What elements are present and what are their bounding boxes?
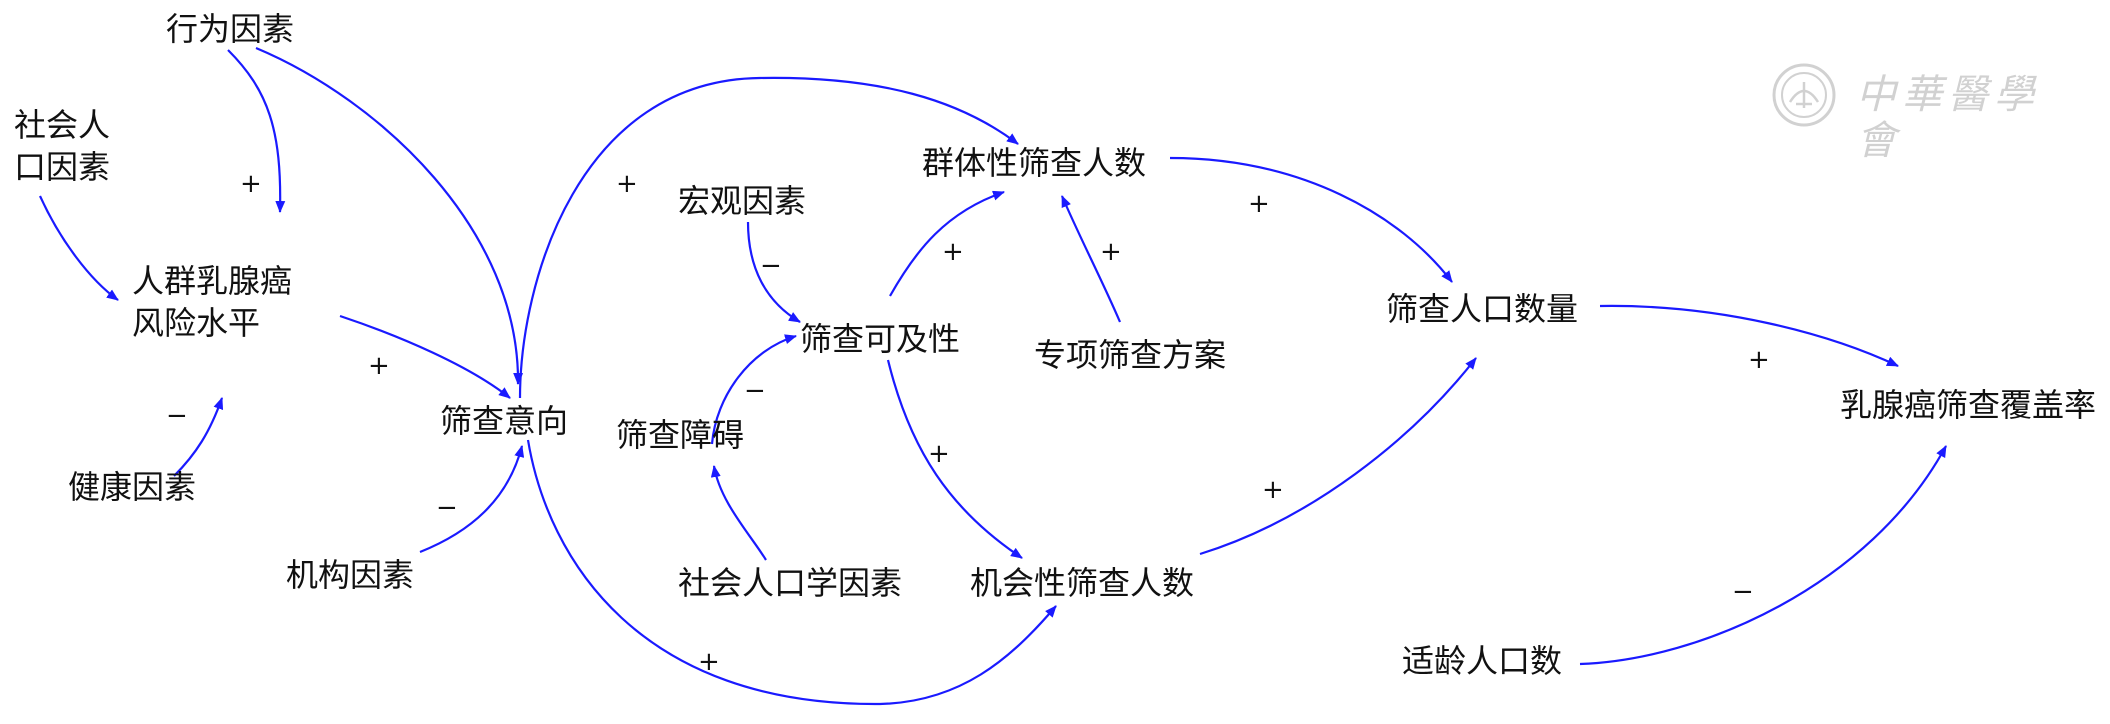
node-risk-level: 人群乳腺癌 风险水平 (132, 262, 293, 342)
sign-intention-opportunistic: + (698, 647, 720, 677)
sign-special-group: + (1100, 237, 1122, 267)
node-sociodemographic: 社会人口学因素 (678, 564, 903, 602)
sign-group-screened: + (1248, 189, 1270, 219)
sign-macro-accessibility: − (760, 251, 782, 281)
watermark: 中華醫學會 (1768, 58, 2068, 164)
link-barriers-accessibility (710, 334, 797, 445)
node-accessibility: 筛查可及性 (800, 320, 961, 358)
sign-health-risk: − (166, 401, 188, 431)
sign-intention-group: + (616, 169, 638, 199)
link-behavior-intention (255, 46, 524, 385)
seal-logo-icon (1772, 63, 1836, 127)
link-sociodemographic-barriers (710, 465, 767, 561)
sign-eligible-coverage: − (1732, 577, 1754, 607)
sign-accessibility-group: + (942, 237, 964, 267)
link-opportunistic-screened (1199, 357, 1477, 556)
node-health: 健康因素 (68, 468, 197, 506)
sign-risk-intention: + (368, 351, 390, 381)
node-group-screening: 群体性筛查人数 (922, 144, 1147, 182)
node-barriers: 筛查障碍 (616, 416, 745, 454)
sign-screened-coverage: + (1748, 345, 1770, 375)
link-intention-group (518, 76, 1019, 399)
node-sociodemographic-left: 社会人 口因素 (14, 106, 111, 186)
link-accessibility-opportunistic (886, 359, 1023, 559)
node-behavior: 行为因素 (166, 10, 295, 48)
node-macro: 宏观因素 (678, 182, 807, 220)
link-group-screened (1169, 156, 1453, 283)
node-coverage: 乳腺癌筛查覆盖率 (1840, 386, 2097, 424)
sign-opportunistic-screened: + (1262, 475, 1284, 505)
link-screened-coverage (1599, 304, 1899, 367)
node-special-program: 专项筛查方案 (1034, 336, 1227, 374)
node-screened-population: 筛查人口数量 (1386, 290, 1579, 328)
node-institution: 机构因素 (286, 556, 415, 594)
sign-barriers-accessibility: − (744, 376, 766, 406)
link-risk-intention (339, 314, 511, 399)
node-intention: 筛查意向 (440, 402, 569, 440)
link-eligible-coverage (1579, 445, 1947, 666)
link-special-group (1060, 195, 1122, 323)
watermark-text: 中華醫學會 (1856, 72, 2040, 164)
link-accessibility-group (889, 190, 1005, 297)
link-intention-opportunistic (526, 439, 1057, 706)
sign-behavior-risk: + (240, 169, 262, 199)
sign-accessibility-opportunistic: + (928, 439, 950, 469)
link-institution-intention (419, 445, 525, 554)
node-opportunistic: 机会性筛查人数 (970, 564, 1195, 602)
sign-institution-intention: − (436, 493, 458, 523)
node-eligible-population: 适龄人口数 (1402, 642, 1563, 680)
link-health-risk (173, 397, 224, 477)
link-behavior-risk (227, 49, 286, 213)
link-sociodemographic-left-risk (38, 195, 119, 301)
link-macro-accessibility (746, 221, 801, 323)
